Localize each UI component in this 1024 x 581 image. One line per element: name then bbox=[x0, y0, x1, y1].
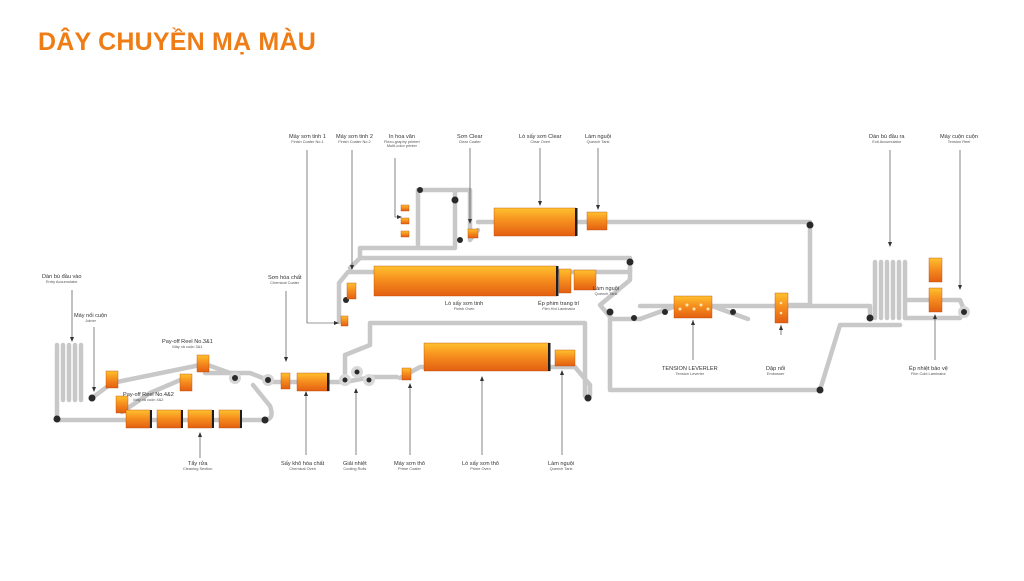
cleaning-tank-1 bbox=[125, 409, 151, 429]
finish-coater-2 bbox=[346, 282, 357, 300]
printer-unit-2 bbox=[400, 217, 410, 225]
prime-oven bbox=[423, 342, 551, 372]
prime-coater bbox=[401, 367, 412, 381]
chemical-coater bbox=[280, 372, 291, 390]
leveler-rolls bbox=[678, 301, 783, 315]
hot-laminator bbox=[558, 268, 572, 294]
cold-laminator bbox=[928, 287, 943, 313]
cleaning-tank-3 bbox=[187, 409, 213, 429]
payoff-reel-3 bbox=[105, 370, 119, 389]
leader-lines bbox=[71, 148, 961, 458]
oven-shading bbox=[150, 208, 578, 428]
quench-tank-top bbox=[586, 211, 608, 231]
equipment bbox=[105, 204, 943, 429]
finish-oven bbox=[373, 265, 558, 297]
page-title: DÂY CHUYỀN MẠ MÀU bbox=[38, 28, 316, 56]
printer-unit-3 bbox=[400, 230, 410, 238]
payoff-reel-1 bbox=[196, 354, 210, 373]
tension-leveler bbox=[673, 295, 713, 319]
chemical-oven bbox=[296, 372, 330, 392]
quench-tank-bottom bbox=[554, 349, 576, 367]
embosser bbox=[774, 292, 789, 324]
leader-arrows bbox=[70, 201, 962, 437]
clear-oven bbox=[493, 207, 577, 237]
cold-laminator-top bbox=[928, 257, 943, 283]
rolls bbox=[53, 187, 970, 424]
payoff-reel-4 bbox=[115, 395, 129, 414]
printer-unit-1 bbox=[400, 204, 410, 212]
cleaning-tank-4 bbox=[218, 409, 242, 429]
clear-coater bbox=[467, 228, 479, 239]
cleaning-tank-2 bbox=[156, 409, 182, 429]
payoff-reel-2 bbox=[179, 373, 193, 392]
finish-coater-1 bbox=[340, 315, 349, 327]
quench-tank-mid bbox=[573, 269, 597, 291]
